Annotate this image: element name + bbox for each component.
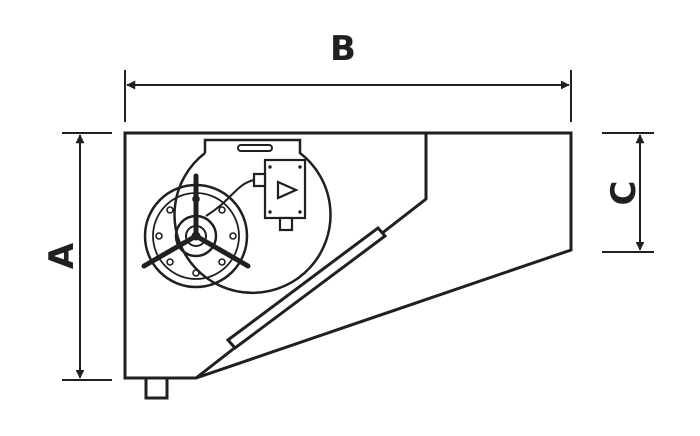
motor-arrow-icon: [276, 180, 299, 200]
motor: [252, 158, 307, 232]
fan-wheel-center: [191, 231, 201, 241]
dimension-b-label: B: [330, 29, 356, 69]
dimension-a: [62, 132, 112, 381]
dimension-b: [124, 70, 572, 122]
dimension-c: [602, 132, 654, 253]
grease-filter: [225, 225, 388, 351]
fan-wheel-spokes: [141, 173, 251, 269]
motor-shaft-collar: [252, 172, 267, 188]
dimension-c-label: C: [604, 181, 644, 206]
motor-foot: [278, 216, 294, 232]
drive-belt: [205, 179, 255, 217]
blower-slot: [237, 144, 273, 152]
fan-wheel: [141, 173, 251, 289]
drain-cup: [144, 376, 169, 400]
dimension-a-label: A: [42, 242, 82, 269]
